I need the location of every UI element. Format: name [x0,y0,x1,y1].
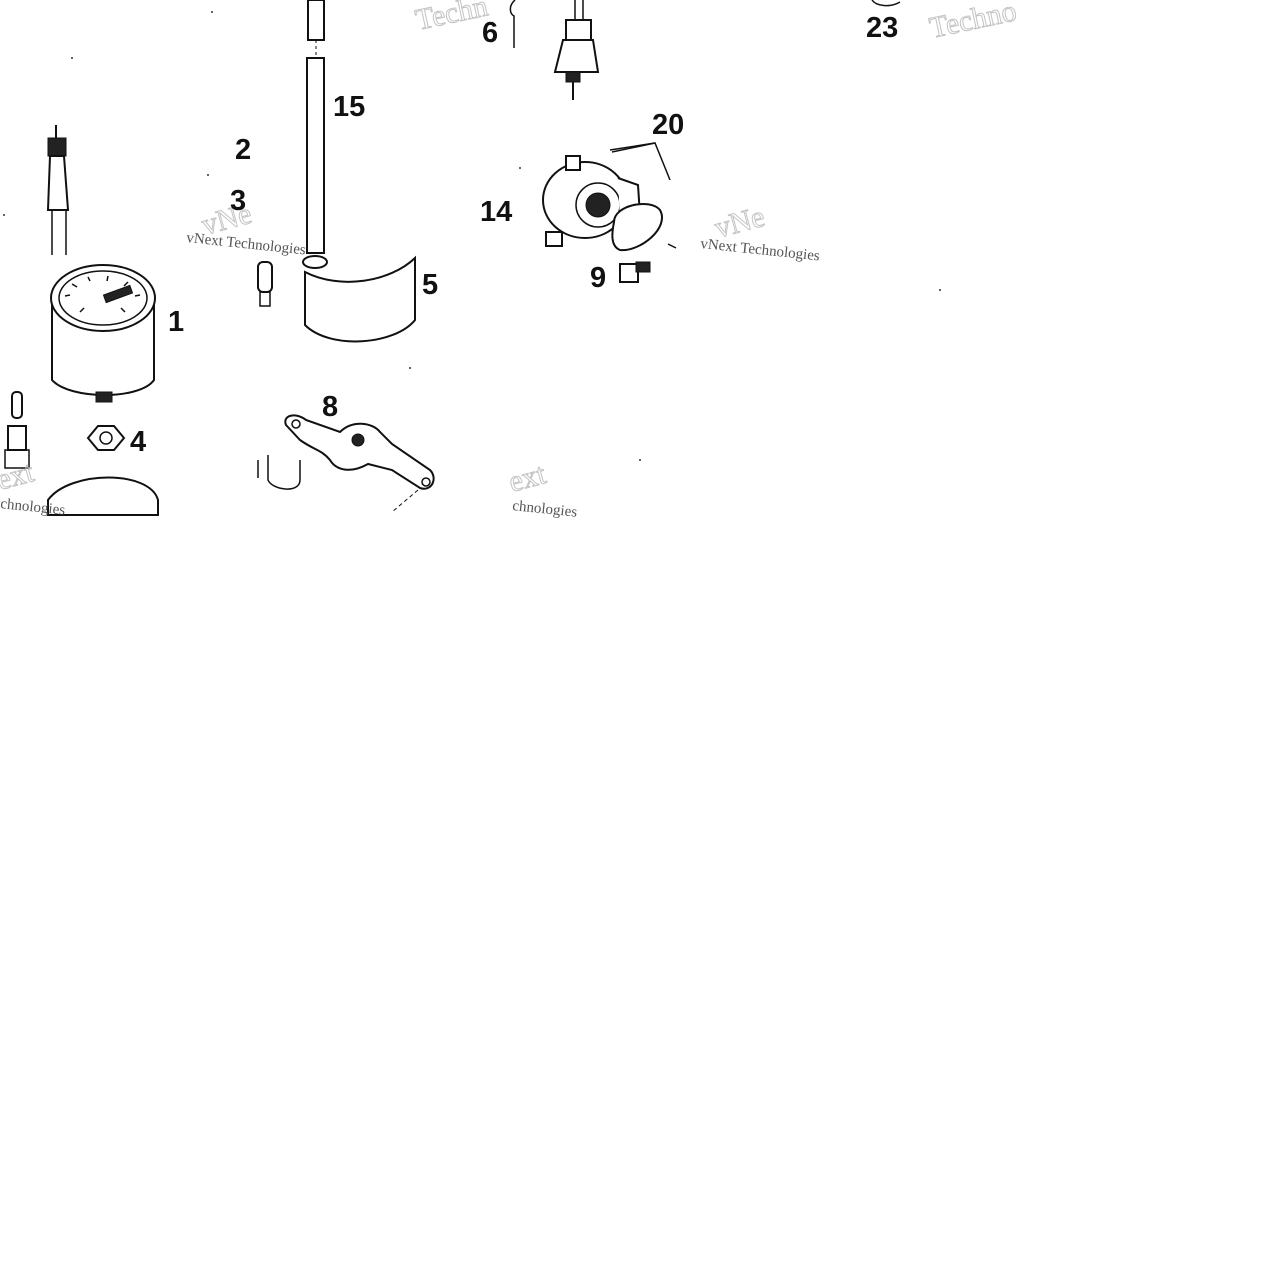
speedometer-gauge-1-part [50,264,156,403]
callout-14: 14 [480,196,512,228]
leader-line [611,142,656,153]
callout-23: 23 [866,12,898,44]
callout-6: 6 [482,17,498,49]
collar-5-part [302,255,416,343]
callout-9: 9 [590,262,606,294]
callout-8: 8 [322,391,338,423]
callout-2: 2 [235,134,251,166]
diagram-area [0,0,1040,515]
cover-part [47,476,159,516]
speedometer-cable-part [46,125,70,255]
callout-3: 3 [230,185,246,217]
bulb-3-part [257,261,273,307]
watermark-text: chnologies [0,496,66,519]
bracket-8-part [257,414,435,513]
ring-23-part [871,0,901,7]
callout-20: 20 [652,109,684,141]
socket-part [4,391,30,469]
bracket-6-part [509,0,516,48]
nut-4-part [86,425,126,451]
callout-1: 1 [168,306,184,338]
cable-fitting-part [553,0,600,100]
callouts: 6 23 15 20 2 3 14 5 9 1 4 8 [130,12,898,458]
speckles [3,11,941,461]
callout-15: 15 [333,91,365,123]
screw-9-part [619,261,651,283]
watermark-text: chnologies [512,498,578,521]
callout-4: 4 [130,426,146,458]
callout-5: 5 [422,269,438,301]
tube-15-part [306,0,325,254]
